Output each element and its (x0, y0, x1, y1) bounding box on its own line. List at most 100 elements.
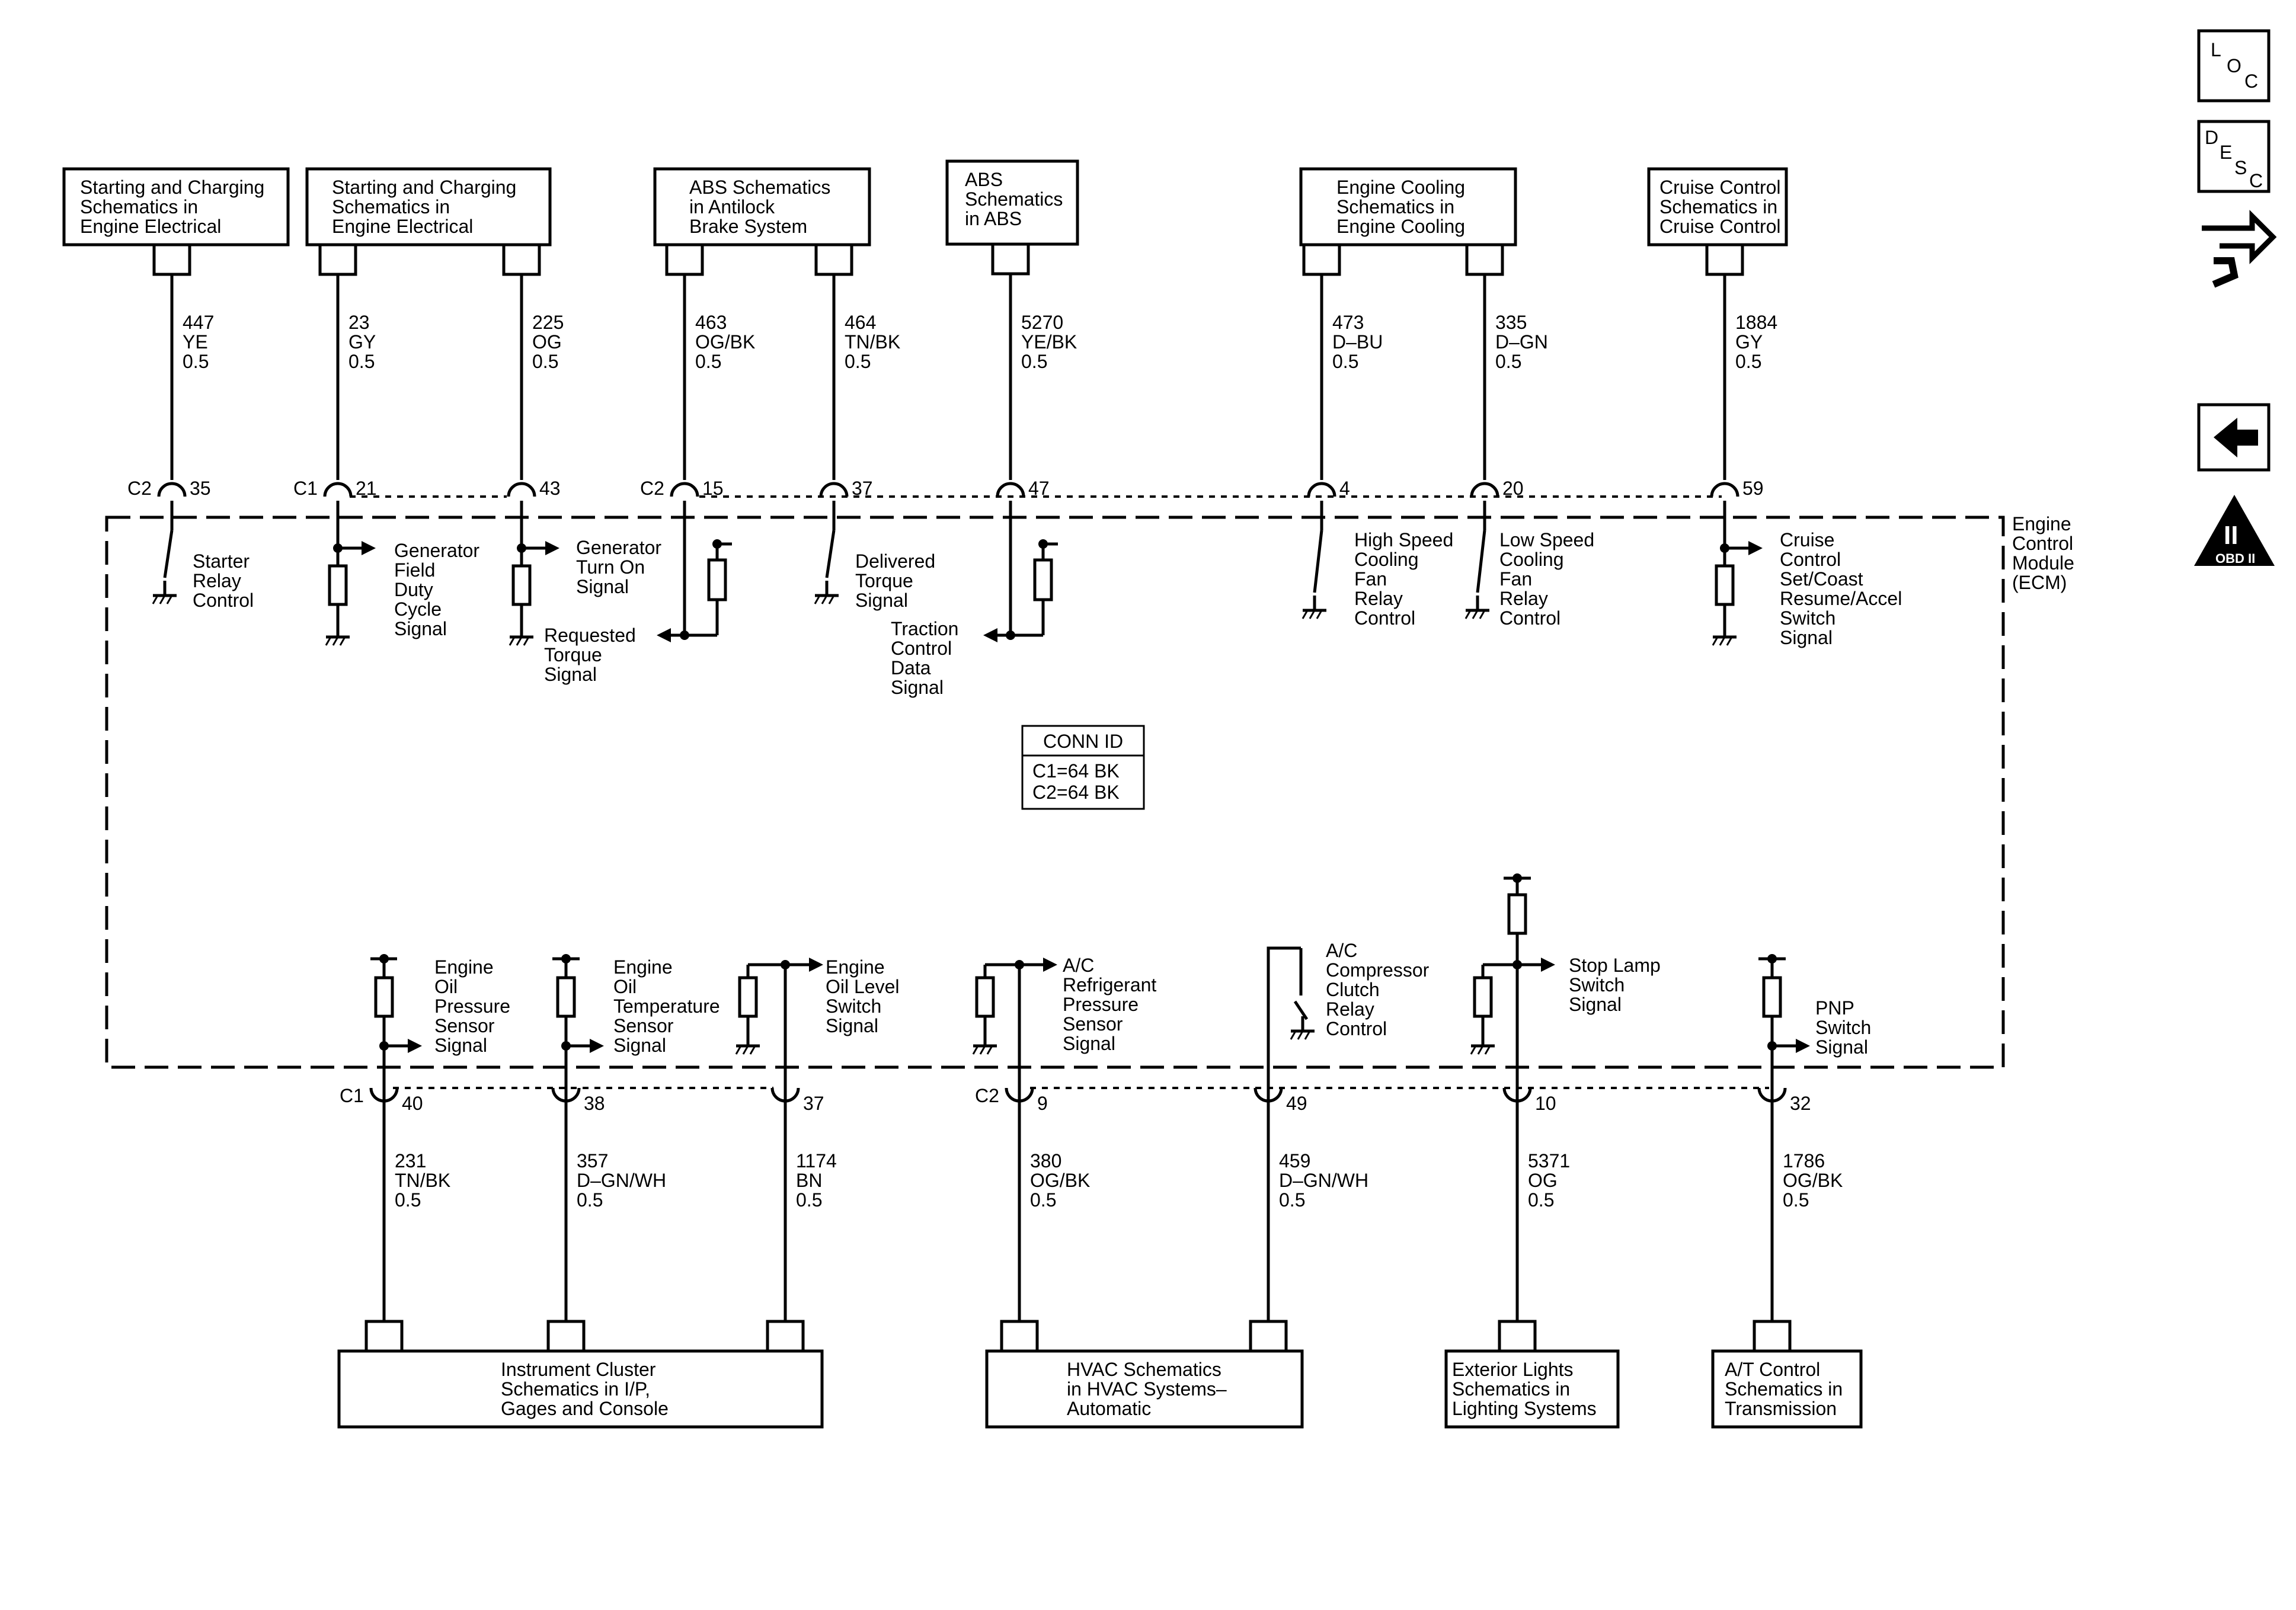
connector-pin-number: 15 (702, 478, 724, 499)
bottom-schematic-box-frame (985, 1349, 1304, 1429)
top-schematic-box-text-line: Engine Cooling (1336, 216, 1465, 237)
top-schematic-box-text-line: Starting and Charging (332, 177, 516, 198)
connector-pin-number: 38 (584, 1093, 605, 1114)
oil-level-label-line: Switch (826, 996, 881, 1017)
bottom-schematic-box-text-line: Transmission (1725, 1398, 1837, 1419)
delivered-torque-label-line: Delivered (855, 550, 935, 572)
connector-pin-number: 35 (190, 478, 211, 499)
starter-relay-control-label-line: Relay (193, 570, 241, 591)
generator-field-label-line: Cycle (394, 598, 442, 620)
loc-icon[interactable]: L O C (2197, 29, 2271, 103)
switch-symbol (152, 530, 177, 604)
wire-circuit-label-line: 0.5 (577, 1189, 603, 1211)
wire-circuit-label-line: GY (1735, 331, 1763, 353)
oil-pressure-label-line: Engine (434, 956, 494, 978)
conn-id-title: CONN ID (1043, 731, 1123, 752)
connector-pin-symbol (1470, 482, 1499, 497)
wire-circuit-label-line: 0.5 (695, 351, 721, 372)
requested-torque-label-line: Torque (544, 644, 602, 665)
ground-symbol (972, 1044, 997, 1055)
box-terminal-stub (1498, 1320, 1537, 1351)
cruise-control-signal: CruiseControlSet/CoastResume/AccelSwitch… (1712, 516, 1902, 648)
obd-ii-icon[interactable]: II OBD II (2194, 495, 2275, 566)
bottom-schematic-box-text-line: Lighting Systems (1452, 1398, 1597, 1419)
box-terminal-stub (991, 244, 1030, 276)
top-schematic-box-text-line: Engine Electrical (332, 216, 473, 237)
top-schematic-box-frame (945, 159, 1079, 246)
oil-temperature-label-line: Engine (613, 956, 673, 978)
wire-circuit-label-line: OG/BK (695, 331, 755, 353)
cruise-control-label-line: Signal (1780, 627, 1833, 648)
oil-level-label-line: Engine (826, 956, 885, 978)
ground-symbol (1464, 609, 1489, 619)
generator-turn-on-label-line: Generator (576, 537, 661, 558)
connector-repair-icon[interactable] (2202, 210, 2277, 288)
stop-lamp-label-line: Signal (1569, 994, 1622, 1015)
top-schematic-box-text-line: Schematics in (1659, 196, 1777, 217)
top-schematic-box-text-line: ABS (965, 169, 1003, 190)
connector-pin-number: 59 (1742, 478, 1764, 499)
wire-circuit-label-line: 231 (395, 1150, 426, 1172)
cruise-control-label-line: Control (1780, 549, 1841, 570)
signal-arrowhead (809, 958, 823, 972)
starter-relay-control-label-line: Starter (193, 550, 250, 572)
wire-circuit-label-line: 335 (1495, 312, 1527, 333)
back-arrow-icon[interactable] (2197, 403, 2271, 472)
svg-text:E: E (2220, 142, 2232, 163)
top-schematic-box-text-line: Schematics in (332, 196, 450, 217)
top-schematic-box-text-line: in ABS (965, 208, 1022, 229)
box-terminal-stub (1302, 245, 1341, 276)
resistor-symbol (556, 976, 576, 1018)
wire-circuit-label-line: 225 (532, 312, 564, 333)
ground-symbol (509, 635, 533, 646)
desc-icon[interactable]: D E S C (2197, 120, 2271, 193)
delivered-torque-label-line: Signal (855, 590, 908, 611)
connector-pin-symbol (369, 1087, 399, 1103)
wire-circuit-label-line: 0.5 (1021, 351, 1047, 372)
wire-circuit-label-line: 0.5 (532, 351, 558, 372)
connector-pin-number: 37 (852, 478, 873, 499)
connector-name: C2 (127, 478, 152, 499)
ground-symbol (152, 594, 177, 604)
bottom-schematic-box-text-line: Exterior Lights (1452, 1359, 1574, 1380)
bottom-schematic-box-text-line: Schematics in (1452, 1378, 1570, 1400)
oil-level-label-line: Signal (826, 1015, 878, 1036)
ac-compressor-label-line: Control (1326, 1018, 1387, 1039)
wire-circuit-label-line: D–GN/WH (577, 1170, 666, 1191)
wire-circuit-label-line: 5270 (1021, 312, 1063, 333)
top-schematic-box-text-line: ABS Schematics (689, 177, 830, 198)
box-terminal-stub (766, 1320, 805, 1351)
ground-symbol (735, 1044, 760, 1055)
connector-pin-symbol (1710, 482, 1739, 497)
box-terminal-stub (502, 245, 541, 276)
starter-relay-control-label-line: Control (193, 590, 254, 611)
connector-pin-number: 37 (803, 1093, 824, 1114)
bottom-schematic-box-text-line: Automatic (1067, 1398, 1151, 1419)
